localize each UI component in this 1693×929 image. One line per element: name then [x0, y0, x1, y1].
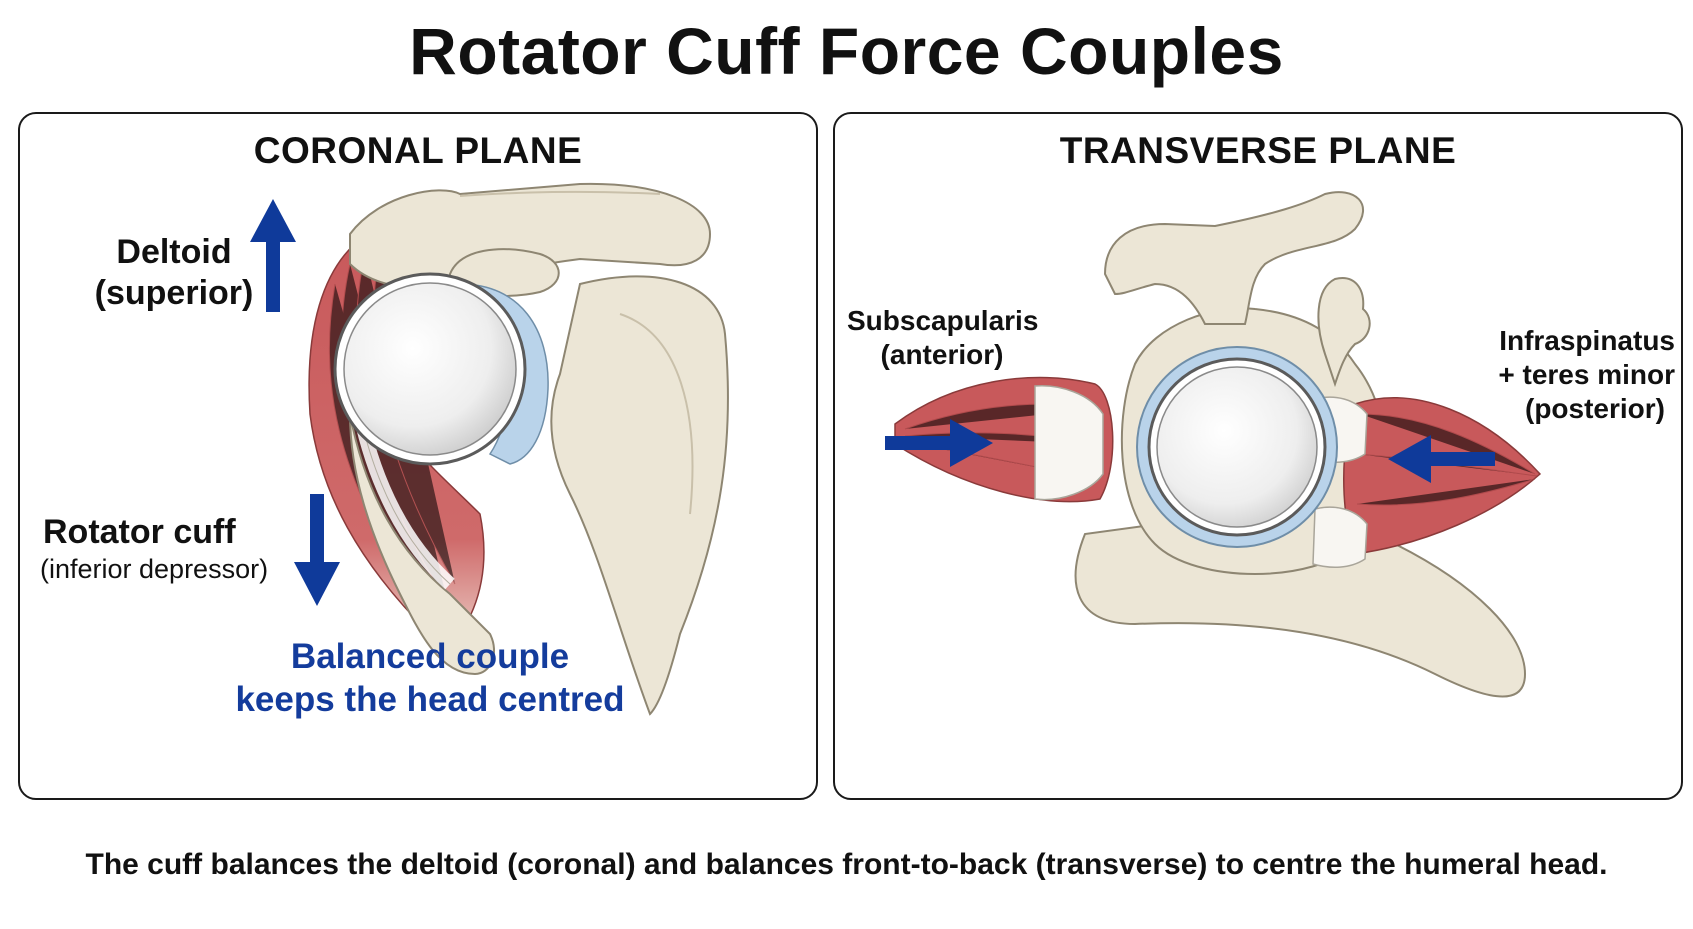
transverse-panel: TRANSVERSE PLANE Subscapularis (anterior…	[833, 112, 1683, 800]
coracoid-process	[1103, 191, 1365, 325]
rotator-cuff-label-line2: (inferior depressor)	[40, 554, 269, 585]
transverse-shoulder-illustration	[885, 191, 1542, 698]
deltoid-label-line2: (superior)	[94, 274, 254, 313]
arrow-up-icon	[250, 199, 296, 312]
subscapularis-label: Subscapularis (anterior)	[847, 304, 1039, 372]
deltoid-label: Deltoid (superior)	[64, 232, 284, 315]
coronal-panel: CORONAL PLANE Deltoid (superior) Rotator…	[18, 112, 818, 800]
transverse-panel-title: TRANSVERSE PLANE	[1059, 130, 1457, 171]
page-title: Rotator Cuff Force Couples	[409, 14, 1284, 88]
scapula-shape	[550, 275, 729, 716]
bottom-caption: The cuff balances the deltoid (coronal) …	[85, 848, 1608, 881]
infraspinatus-label-line2: + teres minor	[1498, 359, 1675, 391]
balanced-couple-line2: keeps the head centred	[235, 679, 625, 719]
subscapularis-label-line1: Subscapularis	[847, 305, 1039, 336]
deltoid-label-line1: Deltoid	[116, 233, 232, 271]
infraspinatus-muscle	[1343, 397, 1542, 555]
rotator-cuff-label-line1: Rotator cuff	[43, 513, 236, 551]
humerus-shaft	[349, 413, 495, 676]
arrow-left-icon	[1388, 435, 1495, 483]
coronal-panel-title: CORONAL PLANE	[253, 130, 583, 171]
rotator-cuff-label: Rotator cuff (inferior depressor)	[40, 512, 268, 586]
balanced-couple-label: Balanced couple keeps the head centred	[200, 636, 660, 721]
infraspinatus-label: Infraspinatus + teres minor (posterior)	[1485, 324, 1675, 426]
subscapularis-label-line2: (anterior)	[880, 339, 1004, 371]
acromion-process	[1317, 277, 1371, 388]
infraspinatus-label-line3: (posterior)	[1525, 393, 1665, 425]
arrow-down-icon	[294, 494, 340, 606]
coronal-shoulder-illustration	[250, 182, 729, 716]
balanced-couple-line1: Balanced couple	[290, 637, 570, 676]
arrow-right-icon	[885, 419, 993, 467]
infraspinatus-label-line1: Infraspinatus	[1499, 325, 1675, 356]
